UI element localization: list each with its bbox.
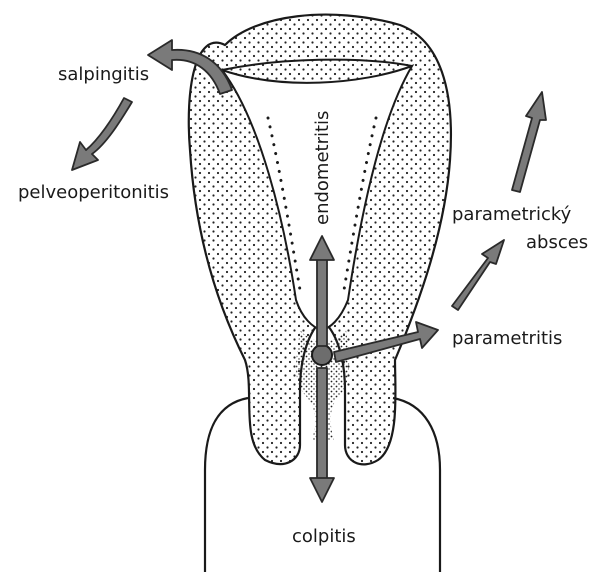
label-parametritis: parametritis — [452, 328, 562, 349]
label-colpitis: colpitis — [292, 526, 356, 547]
label-salpingitis: salpingitis — [58, 64, 149, 85]
pelveoperitonitis-arrow — [72, 98, 132, 170]
abscess-arrow-upper — [512, 92, 546, 192]
label-absces: absces — [526, 232, 588, 253]
label-pelveoperitonitis: pelveoperitonitis — [18, 182, 169, 203]
label-parametricky: parametrický — [452, 204, 572, 225]
label-endometritis: endometritis — [312, 111, 333, 225]
cervical-os — [312, 345, 332, 365]
abscess-arrow-lower — [452, 240, 504, 310]
